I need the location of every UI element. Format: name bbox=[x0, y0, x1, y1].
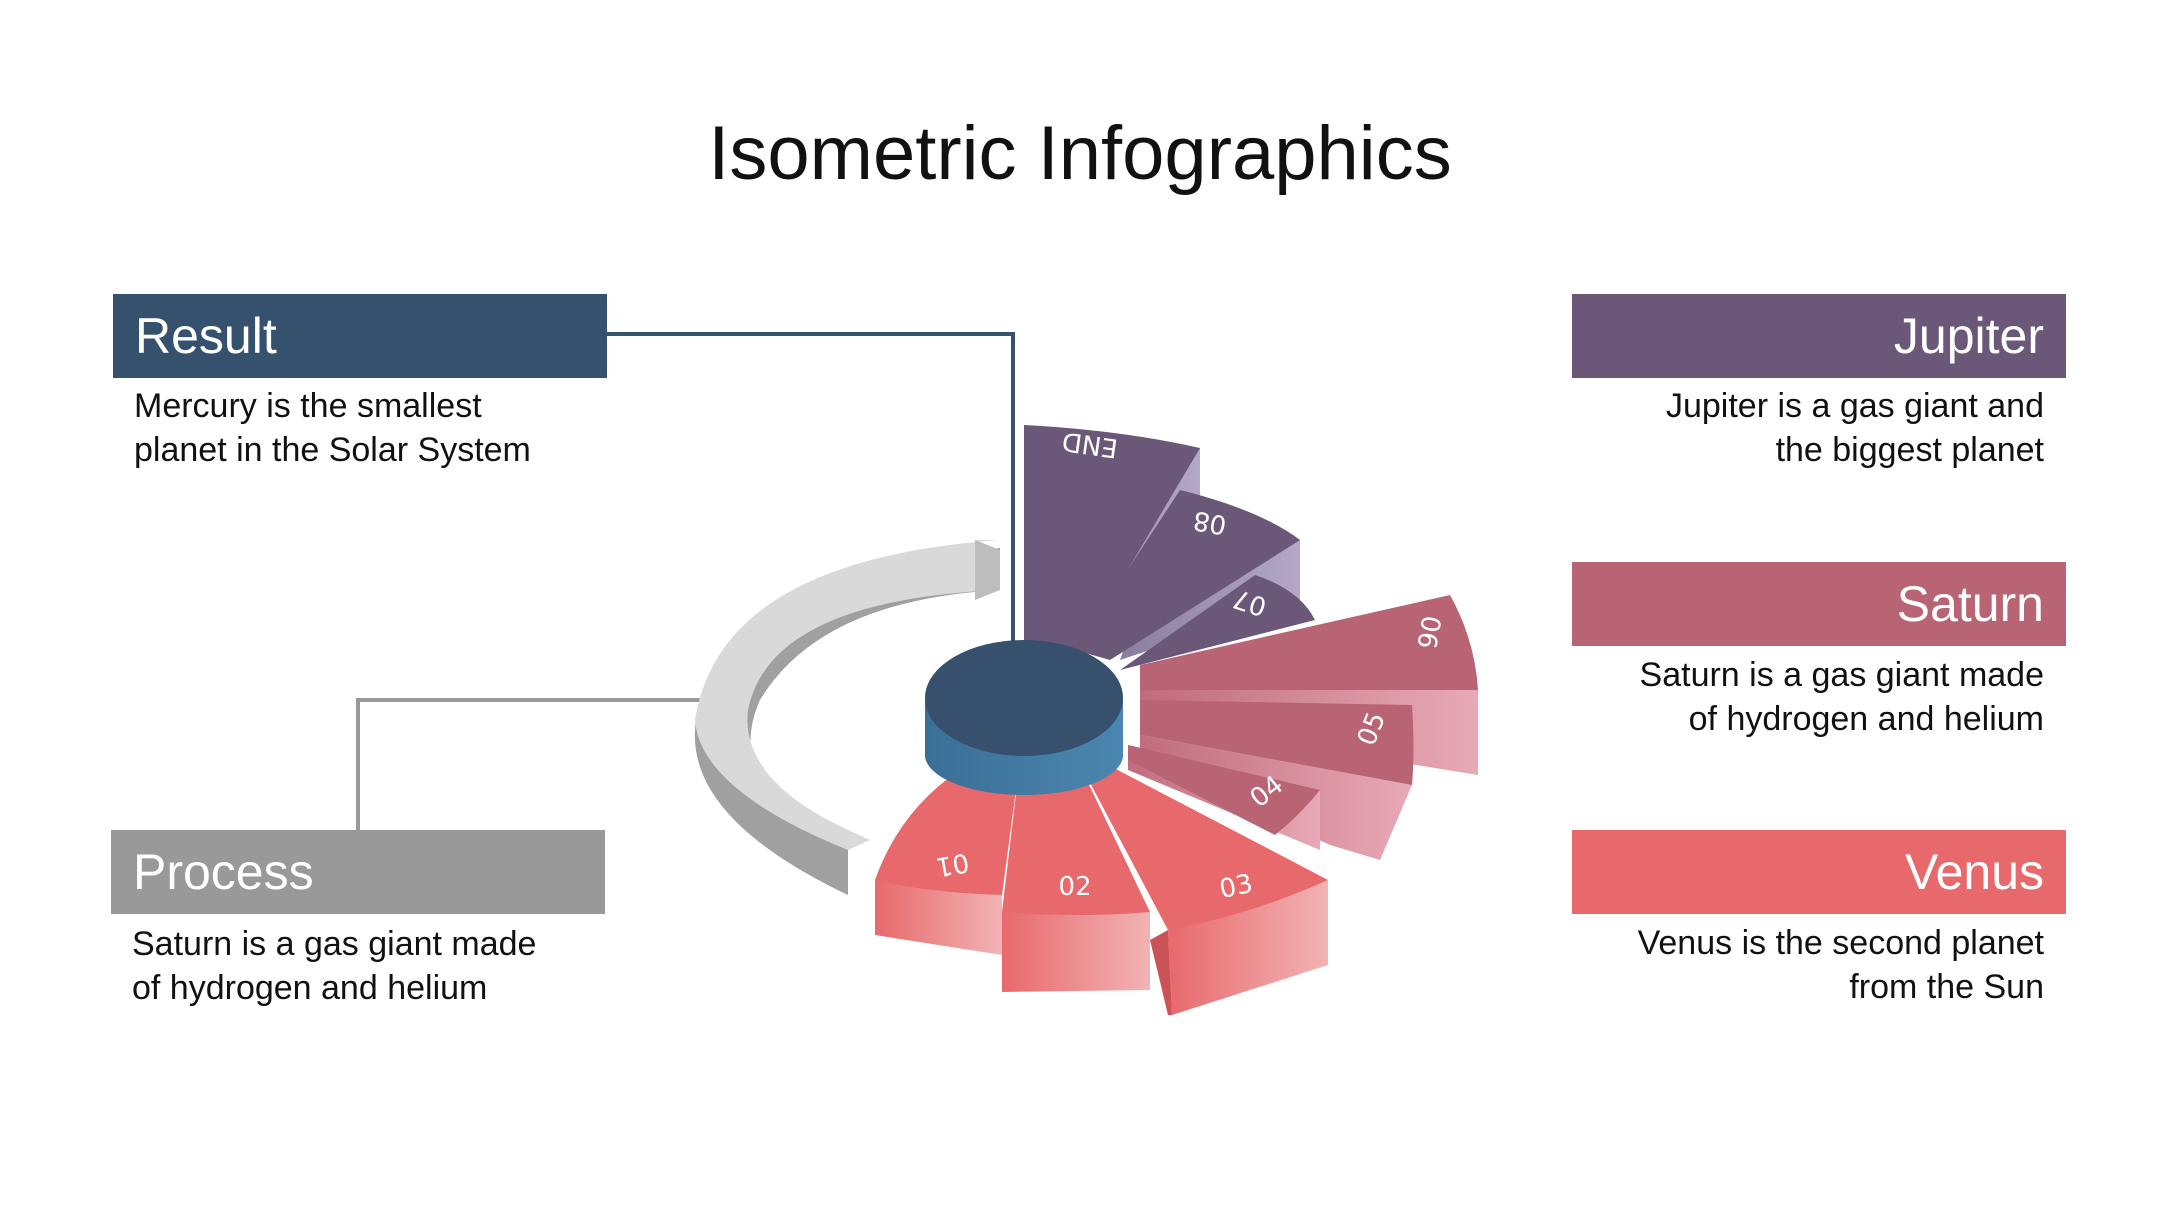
process-connector-line bbox=[356, 698, 724, 830]
center-hub bbox=[925, 640, 1123, 795]
saturn-heading-text: Saturn bbox=[1896, 576, 2044, 632]
saturn-description-line: Saturn is a gas giant made bbox=[1639, 656, 2044, 694]
jupiter-heading-text: Jupiter bbox=[1893, 308, 2044, 364]
segment-label-end: END bbox=[1060, 425, 1120, 462]
process-description-line: of hydrogen and helium bbox=[132, 969, 488, 1007]
venus-description-line: from the Sun bbox=[1849, 968, 2044, 1006]
segment-label-08: 08 bbox=[1191, 504, 1229, 539]
segment-label-02: 02 bbox=[1058, 872, 1091, 902]
saturn-description-line: of hydrogen and helium bbox=[1688, 700, 2044, 738]
venus-heading-text: Venus bbox=[1904, 844, 2044, 900]
process-description-line: Saturn is a gas giant made bbox=[132, 925, 537, 963]
process-ring bbox=[694, 540, 1000, 895]
sector-03 bbox=[1070, 745, 1328, 1015]
saturn-description: Saturn is a gas giant made of hydrogen a… bbox=[1524, 653, 2044, 741]
jupiter-description-line: the biggest planet bbox=[1775, 431, 2044, 469]
segment-label-03: 03 bbox=[1217, 869, 1256, 905]
saturn-heading: Saturn bbox=[1572, 562, 2066, 646]
segment-label-06: 06 bbox=[1410, 613, 1445, 651]
page-title: Isometric Infographics bbox=[708, 111, 1452, 196]
process-description: Saturn is a gas giant made of hydrogen a… bbox=[132, 922, 652, 1010]
result-description-line: planet in the Solar System bbox=[134, 431, 531, 469]
process-heading: Process bbox=[111, 830, 605, 914]
jupiter-description-line: Jupiter is a gas giant and bbox=[1665, 387, 2044, 425]
result-description: Mercury is the smallest planet in the So… bbox=[134, 384, 654, 472]
jupiter-heading: Jupiter bbox=[1572, 294, 2066, 378]
sector-04 bbox=[1128, 745, 1320, 850]
result-heading-text: Result bbox=[135, 308, 277, 364]
sector-07 bbox=[1120, 575, 1315, 670]
venus-description-line: Venus is the second planet bbox=[1637, 924, 2044, 962]
sector-08 bbox=[1075, 490, 1300, 660]
venus-heading: Venus bbox=[1572, 830, 2066, 914]
segment-label-01: 01 bbox=[933, 846, 971, 881]
result-heading: Result bbox=[113, 294, 607, 378]
result-description-line: Mercury is the smallest bbox=[134, 387, 482, 425]
process-heading-text: Process bbox=[133, 844, 314, 900]
sector-01 bbox=[875, 760, 1020, 955]
jupiter-description: Jupiter is a gas giant and the biggest p… bbox=[1524, 384, 2044, 472]
venus-description: Venus is the second planet from the Sun bbox=[1524, 921, 2044, 1009]
result-connector-line bbox=[607, 332, 1015, 660]
